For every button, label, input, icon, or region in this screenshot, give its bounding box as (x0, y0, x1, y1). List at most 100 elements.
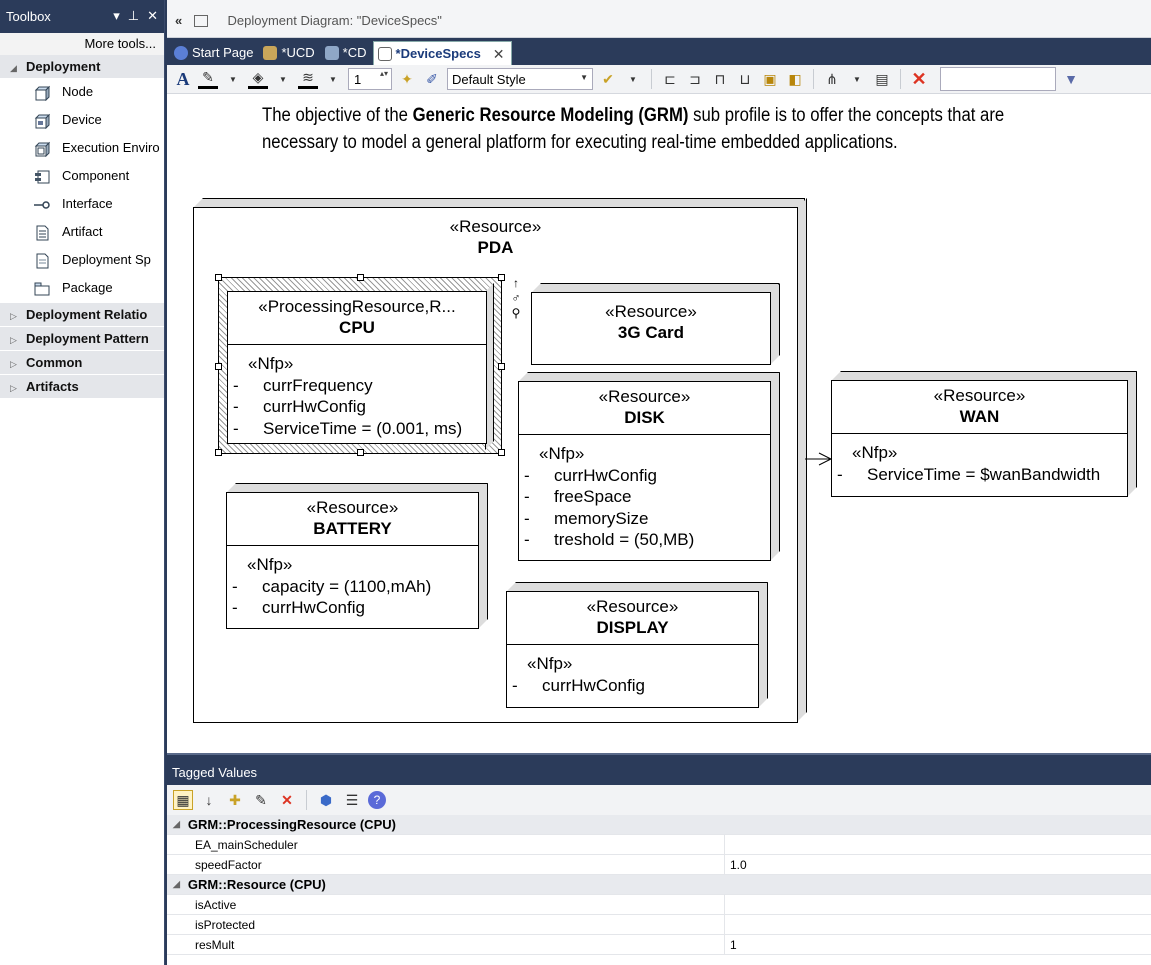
tagged-value-row[interactable]: speedFactor 1.0 (167, 855, 1151, 875)
collapsed-triangle-icon: ▷ (10, 311, 17, 321)
resize-handle[interactable] (498, 274, 505, 281)
node-icon (34, 85, 50, 101)
tagged-value-row[interactable]: resMult 1 (167, 935, 1151, 955)
sort-alpha-icon[interactable]: ↓ (205, 792, 213, 808)
resize-handle[interactable] (498, 363, 505, 370)
toolbox-category-deployment-patterns[interactable]: ▷Deployment Pattern (0, 327, 164, 351)
tab-start-page[interactable]: Start Page (170, 41, 259, 65)
toolbox-item-node[interactable]: Node (0, 79, 164, 107)
zoom-icon[interactable]: ⚲ (511, 306, 521, 320)
toolbox-item-artifact[interactable]: Artifact (0, 219, 164, 247)
diagram-note-text[interactable]: The objective of the Generic Resource Mo… (262, 105, 1005, 153)
resize-handle[interactable] (498, 449, 505, 456)
dropdown-arrow-icon[interactable]: ▼ (853, 74, 861, 84)
toolbox-item-device[interactable]: Device (0, 107, 164, 135)
toolbox-title-bar: Toolbox ▾ ⊥ ✕ (0, 0, 164, 33)
resize-handle[interactable] (357, 274, 364, 281)
display-node[interactable]: «Resource» DISPLAY «Nfp» currHwConfig (506, 591, 759, 708)
brush-icon[interactable]: ✐ (426, 70, 438, 87)
properties-icon[interactable]: ▤ (875, 70, 889, 87)
dropdown-arrow-icon[interactable]: ▾ (113, 8, 120, 23)
nfp-compartment: «Nfp» capacity = (1100,mAh) currHwConfig (227, 546, 478, 619)
resize-handle[interactable] (215, 449, 222, 456)
tab-ucd[interactable]: *UCD (259, 41, 320, 65)
fill-color-icon[interactable]: ◈ (248, 69, 268, 89)
toolbox-category-artifacts[interactable]: ▷Artifacts (0, 375, 164, 399)
pin-icon[interactable]: ⊥ (127, 8, 140, 23)
tagged-values-group[interactable]: ◢ GRM::Resource (CPU) (167, 875, 1151, 895)
categorized-view-icon[interactable]: ▦ (173, 790, 193, 810)
diagram-toolbar: A ✎ ▼ ◈ ▼ ≋ ▼ 1 ✦ ✐ Default Style ✔ ▼ ⊏ … (167, 65, 1151, 94)
resize-handle[interactable] (357, 449, 364, 456)
interface-icon (34, 201, 50, 209)
toolbox-item-component[interactable]: Component (0, 163, 164, 191)
pda-wan-connector[interactable] (805, 449, 835, 469)
attribute: capacity = (1100,mAh) (227, 576, 478, 598)
align-right-icon[interactable]: ⊐ (689, 70, 701, 87)
same-height-icon[interactable]: ◧ (788, 70, 802, 87)
tab-cd[interactable]: *CD (321, 41, 373, 65)
align-bottom-icon[interactable]: ⊔ (739, 70, 751, 87)
same-width-icon[interactable]: ▣ (763, 70, 777, 87)
delete-icon[interactable]: ✕ (911, 68, 927, 89)
layout-icon[interactable]: ⋔ (826, 70, 838, 87)
dropdown-arrow-icon[interactable]: ▼ (229, 74, 237, 84)
toolbox-category-deployment-relationships[interactable]: ▷Deployment Relatio (0, 303, 164, 327)
diagram-canvas[interactable]: The objective of the Generic Resource Mo… (167, 94, 1151, 753)
font-icon[interactable]: A (176, 68, 190, 89)
diagram-workspace: « Deployment Diagram: "DeviceSpecs" Star… (167, 0, 1151, 965)
collapsed-triangle-icon: ▷ (10, 383, 17, 393)
edit-tag-icon[interactable]: ✎ (255, 791, 267, 808)
toolbox-category-deployment[interactable]: ◢Deployment (0, 55, 164, 79)
3g-card-node[interactable]: «Resource» 3G Card (531, 292, 771, 365)
expand-triangle-icon: ◢ (173, 879, 180, 889)
resize-handle[interactable] (215, 363, 222, 370)
collapsed-triangle-icon: ▷ (10, 359, 17, 369)
collapse-toolbox-icon[interactable]: « (175, 13, 183, 28)
line-color-icon[interactable]: ≋ (298, 69, 318, 89)
dropdown-arrow-icon[interactable]: ▼ (329, 74, 337, 84)
apply-style-icon[interactable]: ✔ (602, 70, 614, 87)
line-width-spinner[interactable]: 1 (348, 68, 392, 90)
device-icon (34, 113, 50, 129)
component-icon (35, 170, 50, 184)
list-options-icon[interactable]: ☰ (345, 791, 359, 808)
tagged-value-row[interactable]: isProtected (167, 915, 1151, 935)
new-tag-icon[interactable]: ✚ (229, 791, 241, 808)
text-color-icon[interactable]: ✎ (198, 69, 218, 89)
execution-environment-icon (34, 141, 50, 157)
quicklink-arrow-icon[interactable]: ↑ (513, 276, 519, 290)
help-icon[interactable]: ? (368, 791, 386, 809)
filter-funnel-icon[interactable]: ▼ (1064, 71, 1078, 87)
close-icon[interactable]: ✕ (147, 8, 158, 23)
cpu-node[interactable]: «ProcessingResource,R... CPU «Nfp» currF… (227, 291, 487, 444)
style-select[interactable]: Default Style (447, 68, 593, 90)
tagged-value-row[interactable]: EA_mainScheduler (167, 835, 1151, 855)
toolbox-item-deployment-spec[interactable]: Deployment Sp (0, 247, 164, 275)
resize-handle[interactable] (215, 274, 222, 281)
align-left-icon[interactable]: ⊏ (664, 70, 676, 87)
node-stereotype: «Resource» (449, 217, 542, 236)
wan-node[interactable]: «Resource» WAN «Nfp» ServiceTime = $wanB… (831, 380, 1128, 497)
align-top-icon[interactable]: ⊓ (714, 70, 726, 87)
close-tab-icon[interactable]: ✕ (492, 46, 505, 62)
tag-icon[interactable]: ⬢ (319, 791, 333, 808)
battery-node[interactable]: «Resource» BATTERY «Nfp» capacity = (110… (226, 492, 479, 629)
disk-node[interactable]: «Resource» DISK «Nfp» currHwConfig freeS… (518, 381, 771, 561)
dropdown-arrow-icon[interactable]: ▼ (629, 74, 637, 84)
gender-link-icon[interactable]: ♂ (511, 291, 521, 305)
tab-devicespecs[interactable]: *DeviceSpecs ✕ (372, 41, 512, 65)
expand-triangle-icon: ◢ (173, 819, 180, 829)
node-stereotype: «Resource» (306, 498, 399, 517)
dropdown-arrow-icon[interactable]: ▼ (279, 74, 287, 84)
toolbox-item-package[interactable]: Package (0, 275, 164, 303)
more-tools-link[interactable]: More tools... (0, 33, 164, 55)
toolbox-item-execution-environment[interactable]: Execution Enviro (0, 135, 164, 163)
tagged-values-group[interactable]: ◢ GRM::ProcessingResource (CPU) (167, 815, 1151, 835)
toolbox-item-interface[interactable]: Interface (0, 191, 164, 219)
tagged-value-row[interactable]: isActive (167, 895, 1151, 915)
filter-search-input[interactable] (940, 67, 1056, 91)
format-painter-icon[interactable]: ✦ (401, 70, 413, 87)
delete-tag-icon[interactable]: ✕ (281, 791, 293, 808)
toolbox-category-common[interactable]: ▷Common (0, 351, 164, 375)
